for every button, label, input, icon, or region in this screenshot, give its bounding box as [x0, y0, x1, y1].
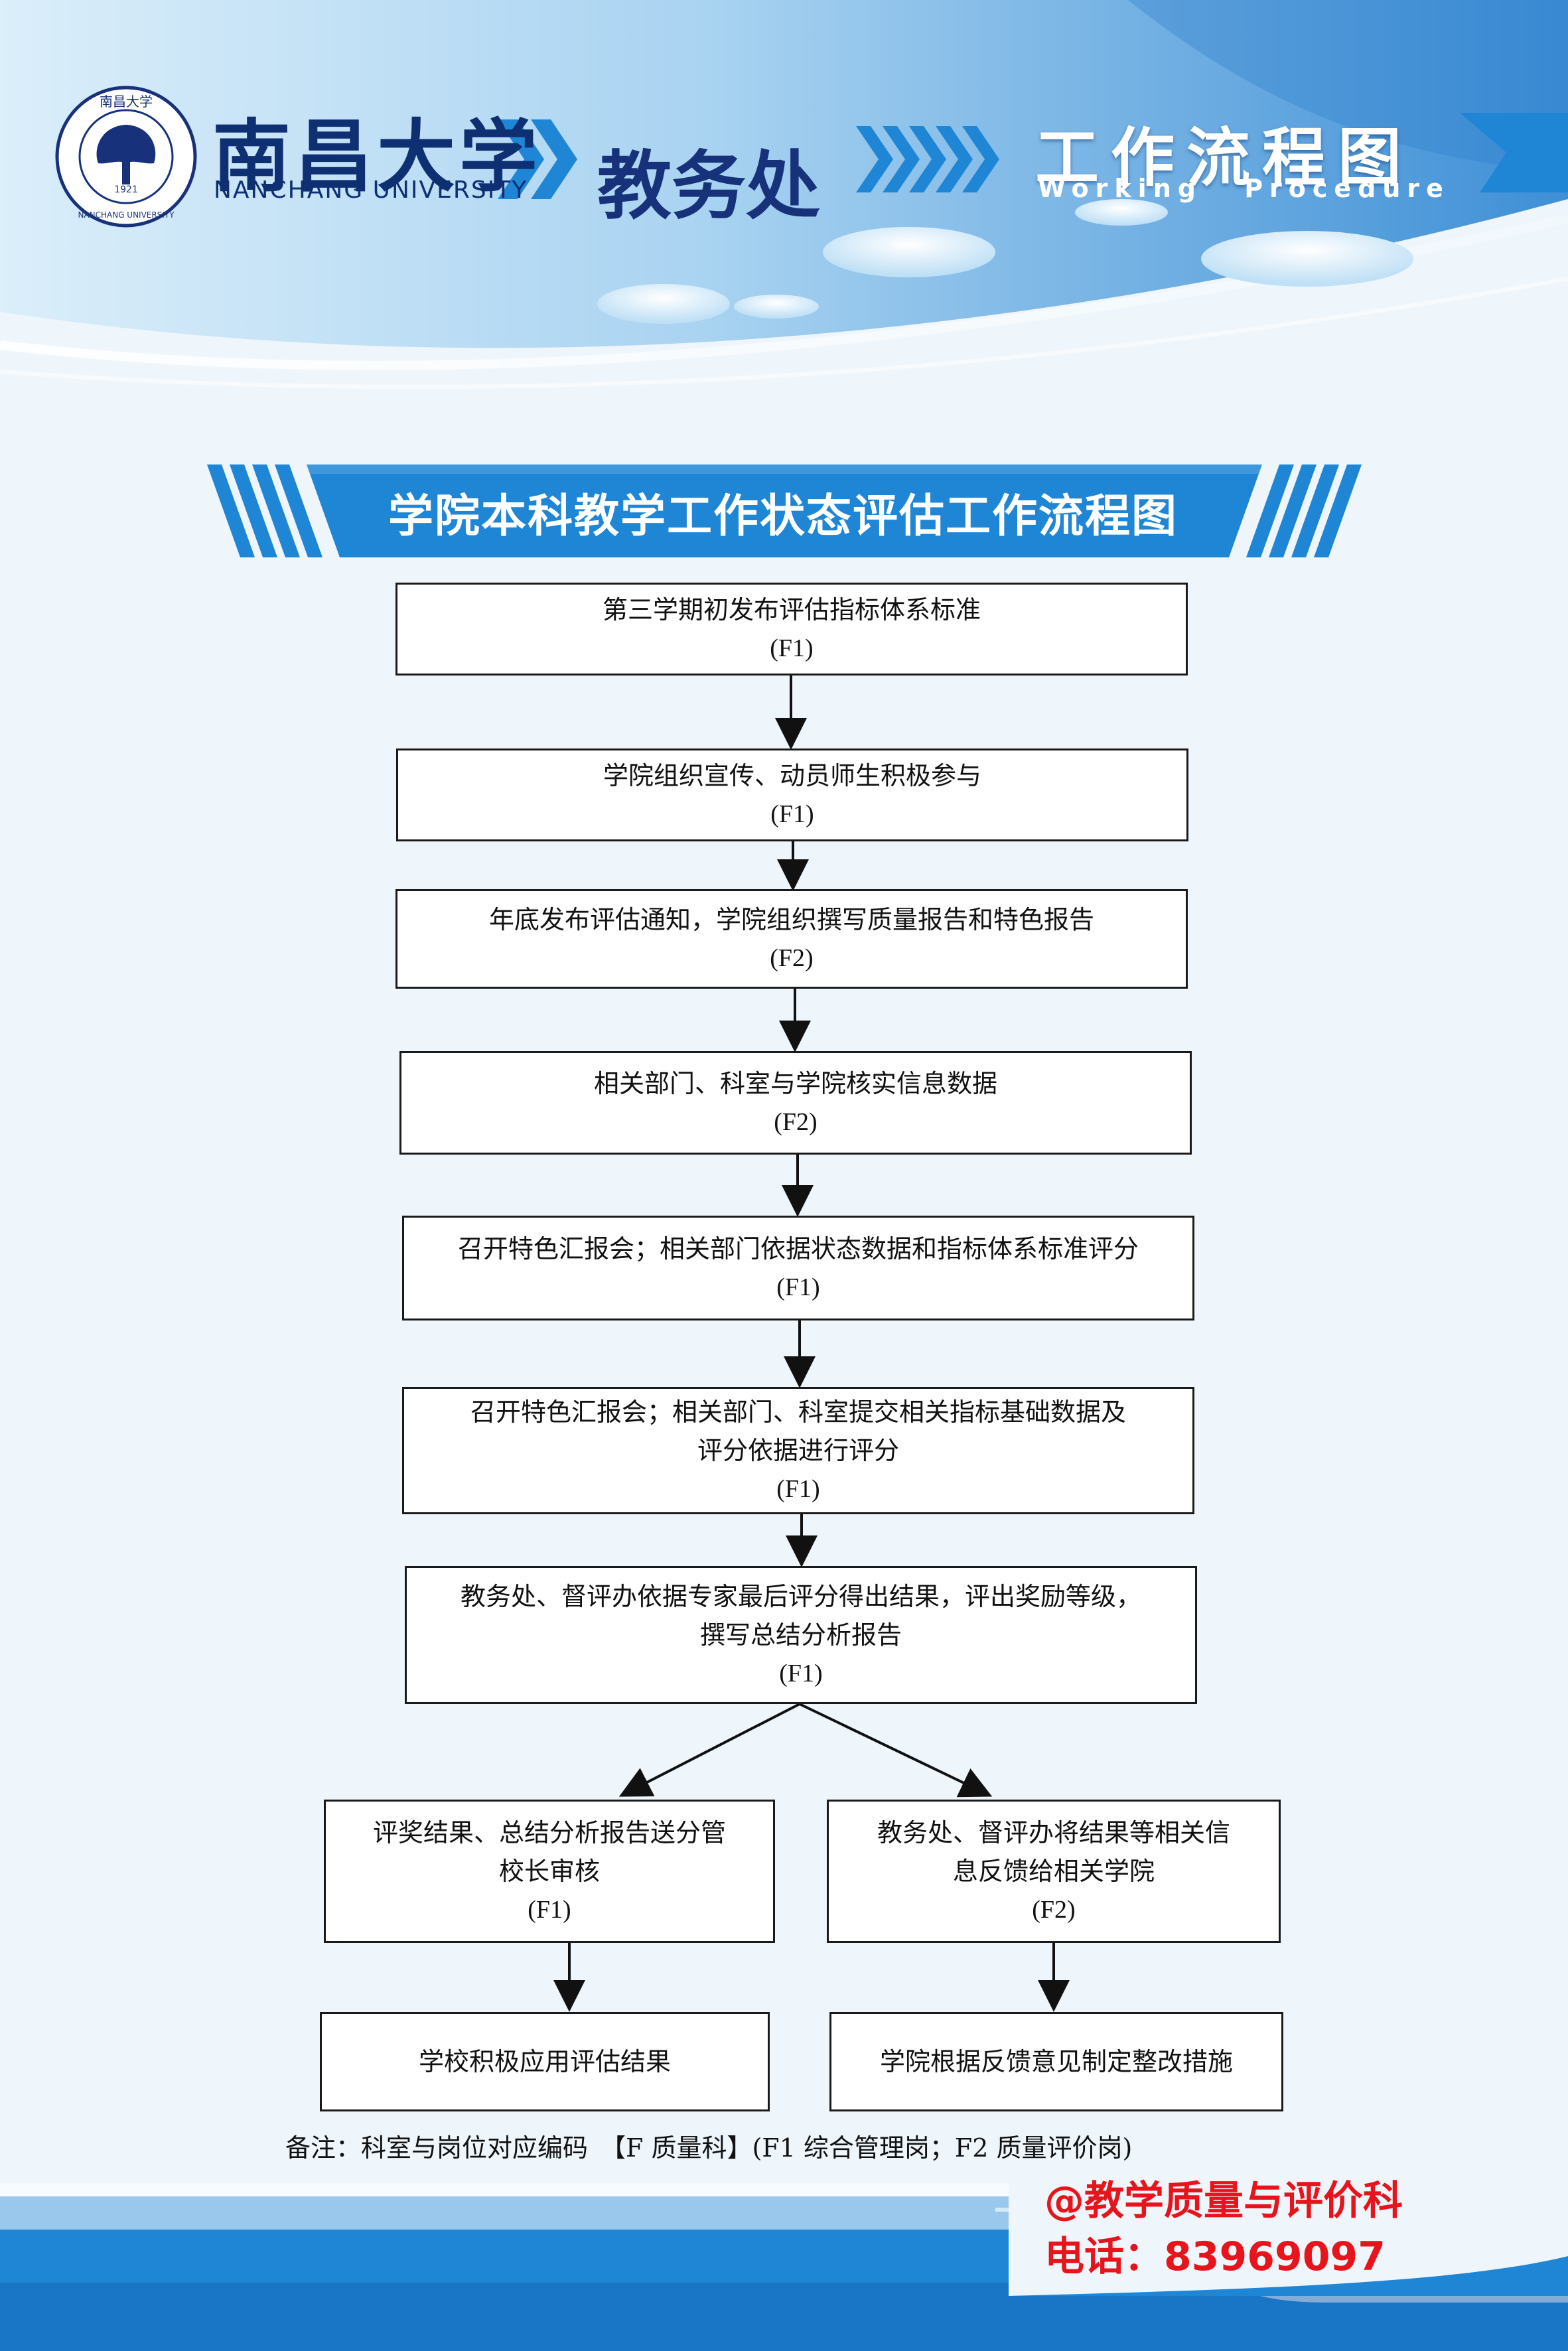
step-text: 第三学期初发布评估指标体系标准	[602, 595, 981, 624]
step-text: 校长审核	[498, 1857, 600, 1886]
flow-step-2: 学院组织宣传、动员师生积极参与 (F1)	[396, 748, 1188, 841]
header-background	[0, 0, 1568, 405]
university-name-en: NANCHANG UNIVERSITY	[214, 177, 528, 204]
step-code: (F1)	[776, 1273, 820, 1301]
step-text: 召开特色汇报会；相关部门依据状态数据和指标体系标准评分	[457, 1234, 1139, 1263]
step-text: 教务处、督评办将结果等相关信	[877, 1818, 1230, 1847]
step-code: (F1)	[776, 1475, 820, 1503]
flow-step-7: 教务处、督评办依据专家最后评分得出结果，评出奖励等级， 撰写总结分析报告 (F1…	[405, 1566, 1197, 1704]
step-code: (F1)	[770, 634, 814, 662]
step-text: 学院组织宣传、动员师生积极参与	[603, 761, 981, 790]
footnote: 备注：科室与岗位对应编码 【F 质量科】(F1 综合管理岗；F2 质量评价岗)	[285, 2133, 1133, 2163]
flow-step-8-right: 教务处、督评办将结果等相关信 息反馈给相关学院 (F2)	[827, 1800, 1281, 1943]
step-text: 评分依据进行评分	[697, 1436, 899, 1465]
flow-step-8-left: 评奖结果、总结分析报告送分管 校长审核 (F1)	[324, 1800, 775, 1943]
step-code: (F1)	[770, 800, 814, 828]
contact-phone: 电话：83969097	[1044, 2234, 1386, 2280]
footer-background	[0, 2183, 1568, 2351]
flow-step-1: 第三学期初发布评估指标体系标准 (F1)	[395, 583, 1188, 676]
step-text: 学校积极应用评估结果	[418, 2047, 671, 2076]
diagram-title: 学院本科教学工作状态评估工作流程图	[388, 490, 1178, 543]
flow-step-9-right: 学院根据反馈意见制定整改措施	[829, 2012, 1283, 2111]
title-banner	[207, 464, 1362, 557]
flow-step-4: 相关部门、科室与学院核实信息数据 (F2)	[399, 1051, 1192, 1155]
flow-step-9-left: 学校积极应用评估结果	[320, 2012, 770, 2111]
step-code: (F2)	[774, 1108, 818, 1136]
step-code: (F1)	[779, 1660, 823, 1687]
flow-step-3: 年底发布评估通知，学院组织撰写质量报告和特色报告 (F2)	[395, 889, 1188, 989]
step-text: 撰写总结分析报告	[699, 1620, 902, 1650]
step-text: 教务处、督评办依据专家最后评分得出结果，评出奖励等级，	[460, 1582, 1141, 1611]
step-text: 息反馈给相关学院	[952, 1857, 1155, 1886]
flow-step-5: 召开特色汇报会；相关部门依据状态数据和指标体系标准评分 (F1)	[402, 1216, 1194, 1320]
arrow-7-8	[618, 1703, 800, 1797]
step-text: 学院根据反馈意见制定整改措施	[879, 2047, 1233, 2076]
step-text: 召开特色汇报会；相关部门、科室提交相关指标基础数据及	[470, 1397, 1126, 1427]
contact-office: @教学质量与评价科	[1044, 2178, 1403, 2224]
flow-step-6: 召开特色汇报会；相关部门、科室提交相关指标基础数据及 评分依据进行评分 (F1)	[402, 1387, 1194, 1514]
department-name: 教务处	[597, 143, 820, 230]
step-code: (F1)	[528, 1896, 571, 1924]
seal-year: 1921	[114, 184, 138, 195]
university-seal-logo: 南昌大学 1921 NANCHANG UNIVERSITY	[55, 86, 197, 228]
header-title: 工作流程图	[1035, 121, 1413, 195]
arrow-7-9	[799, 1703, 993, 1798]
step-text: 评奖结果、总结分析报告送分管	[372, 1818, 726, 1847]
step-text: 相关部门、科室与学院核实信息数据	[593, 1069, 997, 1098]
step-text: 年底发布评估通知，学院组织撰写质量报告和特色报告	[488, 905, 1094, 934]
step-code: (F2)	[770, 944, 814, 972]
seal-text-bottom: NANCHANG UNIVERSITY	[78, 210, 175, 220]
header-subtitle: Working Procedure	[1038, 174, 1450, 203]
step-code: (F2)	[1032, 1896, 1076, 1924]
university-name-cn: 南昌大学	[212, 110, 542, 202]
seal-text-top: 南昌大学	[100, 94, 153, 109]
